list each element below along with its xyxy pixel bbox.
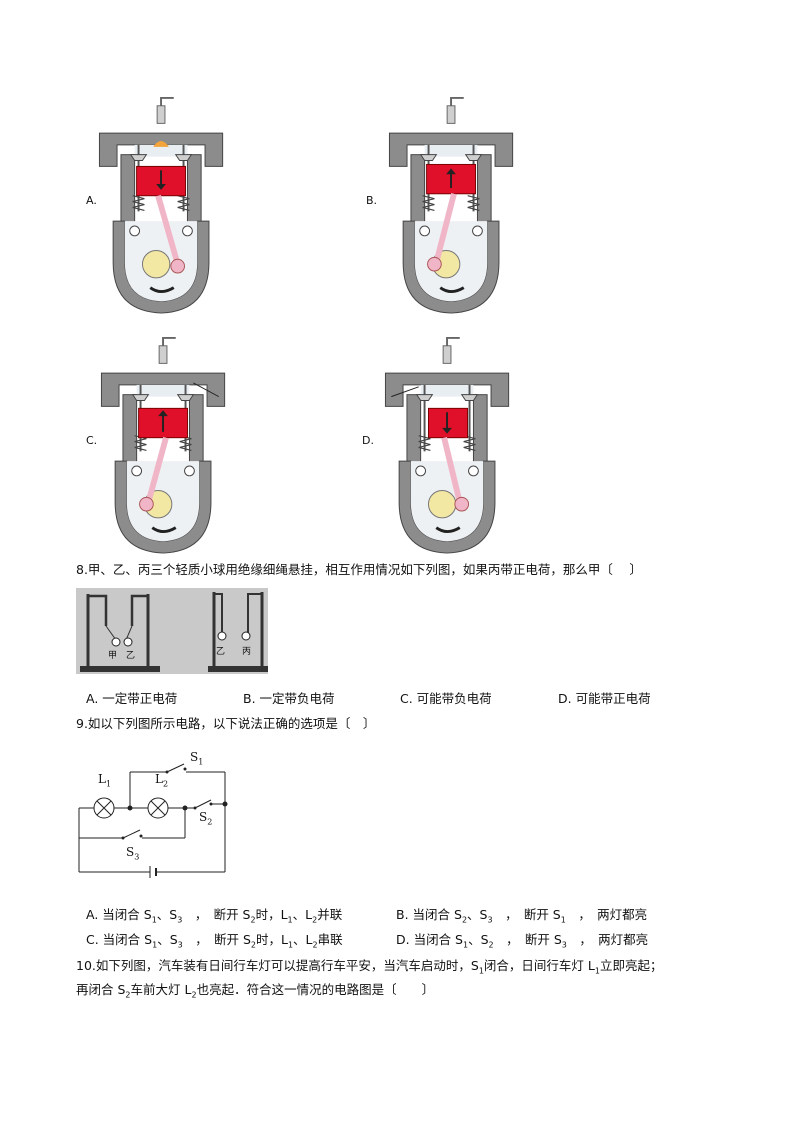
option-b-label: B. bbox=[366, 194, 378, 207]
label-l1: L1 bbox=[98, 772, 112, 789]
q8-option-a: A. 一定带正电荷 bbox=[86, 691, 178, 706]
label-s3: S3 bbox=[126, 845, 140, 862]
engine-diagram-b bbox=[388, 96, 515, 315]
ball-label-bing: 丙 bbox=[242, 647, 252, 657]
engine-diagram-d bbox=[384, 336, 511, 555]
option-a-label: A. bbox=[86, 194, 97, 207]
q9-option-c: C. 当闭合 S1、S3 ， 断开 S2时，L1、L2串联 bbox=[86, 932, 343, 950]
q9-option-a: A. 当闭合 S1、S3 ， 断开 S2时，L1、L2并联 bbox=[86, 907, 343, 925]
q8-option-c: C. 可能带负电荷 bbox=[400, 691, 492, 706]
option-c-label: C. bbox=[86, 434, 98, 447]
ball-label-yi-right: 乙 bbox=[216, 647, 226, 657]
engine-diagram-c bbox=[100, 336, 227, 555]
hanging-balls-photo: 甲 乙 乙 丙 bbox=[76, 588, 268, 674]
q8-option-d: D. 可能带正电荷 bbox=[558, 691, 651, 706]
q9-option-b: B. 当闭合 S2、S3 ， 断开 S1 ， 两灯都亮 bbox=[396, 907, 648, 925]
question-9-stem: 9.如以下列图所示电路，以下说法正确的选项是〔 〕 bbox=[76, 716, 376, 731]
ball-label-jia: 甲 bbox=[108, 651, 118, 661]
option-d-label: D. bbox=[362, 434, 374, 447]
question-10-line-2: 再闭合 S2车前大灯 L2也亮起．符合这一情况的电路图是〔 〕 bbox=[76, 982, 435, 1000]
engine-diagram-a bbox=[98, 96, 225, 315]
q9-option-d: D. 当闭合 S1、S2 ， 断开 S3 ， 两灯都亮 bbox=[396, 932, 649, 950]
ball-label-yi-left: 乙 bbox=[126, 651, 136, 661]
label-s1: S1 bbox=[190, 750, 204, 767]
label-l2: L2 bbox=[155, 772, 169, 789]
question-10-line-1: 10.如下列图，汽车装有日间行车灯可以提高行车平安，当汽车启动时，S1闭合，日间… bbox=[76, 958, 663, 976]
label-s2: S2 bbox=[199, 810, 213, 827]
q8-option-b: B. 一定带负电荷 bbox=[243, 691, 335, 706]
circuit-diagram bbox=[78, 763, 228, 878]
question-8-stem: 8.甲、乙、丙三个轻质小球用绝缘细绳悬挂，相互作用情况如下列图，如果丙带正电荷，… bbox=[76, 562, 642, 577]
